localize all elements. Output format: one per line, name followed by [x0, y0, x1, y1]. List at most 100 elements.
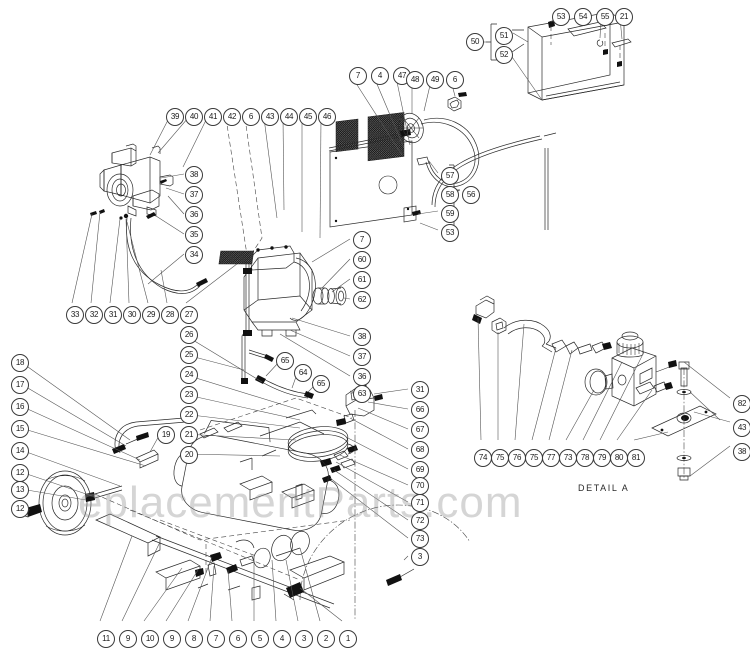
- callout-53[interactable]: 53: [441, 224, 459, 242]
- callout-53[interactable]: 53: [552, 8, 570, 26]
- callout-28[interactable]: 28: [161, 306, 179, 324]
- callout-56[interactable]: 56: [462, 186, 480, 204]
- callout-73[interactable]: 73: [559, 449, 577, 467]
- callout-76[interactable]: 76: [508, 449, 526, 467]
- callout-33[interactable]: 33: [66, 306, 84, 324]
- callout-6[interactable]: 6: [242, 108, 260, 126]
- callout-27[interactable]: 27: [180, 306, 198, 324]
- callout-75[interactable]: 75: [491, 449, 509, 467]
- callout-43[interactable]: 43: [261, 108, 279, 126]
- callout-21[interactable]: 21: [180, 426, 198, 444]
- callout-70[interactable]: 70: [411, 477, 429, 495]
- callout-5[interactable]: 5: [251, 630, 269, 648]
- callout-73[interactable]: 73: [411, 530, 429, 548]
- callout-37[interactable]: 37: [185, 186, 203, 204]
- callout-36[interactable]: 36: [353, 368, 371, 386]
- callout-72[interactable]: 72: [411, 512, 429, 530]
- callout-57[interactable]: 57: [441, 167, 459, 185]
- callout-8[interactable]: 8: [185, 630, 203, 648]
- callout-21[interactable]: 21: [615, 8, 633, 26]
- callout-32[interactable]: 32: [85, 306, 103, 324]
- callout-7[interactable]: 7: [207, 630, 225, 648]
- callout-58[interactable]: 58: [441, 186, 459, 204]
- callout-37[interactable]: 37: [353, 348, 371, 366]
- callout-51[interactable]: 51: [495, 27, 513, 45]
- callout-24[interactable]: 24: [180, 366, 198, 384]
- callout-6[interactable]: 6: [229, 630, 247, 648]
- callout-19[interactable]: 19: [157, 426, 175, 444]
- callout-4[interactable]: 4: [273, 630, 291, 648]
- callout-59[interactable]: 59: [441, 205, 459, 223]
- callout-63[interactable]: 63: [353, 385, 371, 403]
- callout-29[interactable]: 29: [142, 306, 160, 324]
- callout-14[interactable]: 14: [11, 442, 29, 460]
- callout-9[interactable]: 9: [163, 630, 181, 648]
- callout-65[interactable]: 65: [312, 375, 330, 393]
- callout-46[interactable]: 46: [318, 108, 336, 126]
- callout-50[interactable]: 50: [466, 33, 484, 51]
- callout-6[interactable]: 6: [446, 71, 464, 89]
- callout-23[interactable]: 23: [180, 386, 198, 404]
- callout-80[interactable]: 80: [610, 449, 628, 467]
- callout-36[interactable]: 36: [185, 206, 203, 224]
- callout-13[interactable]: 13: [11, 481, 29, 499]
- callout-4[interactable]: 4: [371, 67, 389, 85]
- callout-54[interactable]: 54: [574, 8, 592, 26]
- leaders-bottom-row: [99, 535, 343, 622]
- callout-68[interactable]: 68: [411, 441, 429, 459]
- callout-62[interactable]: 62: [353, 291, 371, 309]
- callout-35[interactable]: 35: [185, 226, 203, 244]
- callout-42[interactable]: 42: [223, 108, 241, 126]
- callout-49[interactable]: 49: [426, 71, 444, 89]
- callout-82[interactable]: 82: [733, 395, 750, 413]
- callout-71[interactable]: 71: [411, 494, 429, 512]
- callout-1[interactable]: 1: [339, 630, 357, 648]
- callout-34[interactable]: 34: [185, 246, 203, 264]
- callout-31[interactable]: 31: [104, 306, 122, 324]
- callout-18[interactable]: 18: [11, 354, 29, 372]
- callout-41[interactable]: 41: [204, 108, 222, 126]
- callout-2[interactable]: 2: [317, 630, 335, 648]
- callout-38[interactable]: 38: [185, 166, 203, 184]
- callout-11[interactable]: 11: [97, 630, 115, 648]
- callout-77[interactable]: 77: [542, 449, 560, 467]
- callout-9[interactable]: 9: [119, 630, 137, 648]
- callout-17[interactable]: 17: [11, 376, 29, 394]
- callout-20[interactable]: 20: [180, 446, 198, 464]
- callout-79[interactable]: 79: [593, 449, 611, 467]
- callout-38[interactable]: 38: [733, 443, 750, 461]
- callout-22[interactable]: 22: [180, 406, 198, 424]
- callout-67[interactable]: 67: [411, 421, 429, 439]
- callout-66[interactable]: 66: [411, 401, 429, 419]
- callout-55[interactable]: 55: [596, 8, 614, 26]
- callout-43[interactable]: 43: [733, 419, 750, 437]
- callout-65[interactable]: 65: [276, 352, 294, 370]
- callout-16[interactable]: 16: [11, 398, 29, 416]
- callout-12[interactable]: 12: [11, 464, 29, 482]
- callout-64[interactable]: 64: [294, 364, 312, 382]
- callout-40[interactable]: 40: [185, 108, 203, 126]
- callout-7[interactable]: 7: [353, 231, 371, 249]
- callout-26[interactable]: 26: [180, 326, 198, 344]
- callout-81[interactable]: 81: [627, 449, 645, 467]
- callout-7[interactable]: 7: [349, 67, 367, 85]
- callout-30[interactable]: 30: [123, 306, 141, 324]
- callout-15[interactable]: 15: [11, 420, 29, 438]
- callout-60[interactable]: 60: [353, 251, 371, 269]
- callout-3[interactable]: 3: [295, 630, 313, 648]
- callout-74[interactable]: 74: [474, 449, 492, 467]
- callout-38[interactable]: 38: [353, 328, 371, 346]
- callout-44[interactable]: 44: [280, 108, 298, 126]
- callout-75[interactable]: 75: [525, 449, 543, 467]
- callout-25[interactable]: 25: [180, 346, 198, 364]
- callout-48[interactable]: 48: [406, 71, 424, 89]
- callout-12[interactable]: 12: [11, 500, 29, 518]
- callout-52[interactable]: 52: [495, 46, 513, 64]
- callout-3[interactable]: 3: [411, 548, 429, 566]
- callout-45[interactable]: 45: [299, 108, 317, 126]
- callout-78[interactable]: 78: [576, 449, 594, 467]
- callout-10[interactable]: 10: [141, 630, 159, 648]
- callout-61[interactable]: 61: [353, 271, 371, 289]
- callout-31[interactable]: 31: [411, 381, 429, 399]
- callout-39[interactable]: 39: [166, 108, 184, 126]
